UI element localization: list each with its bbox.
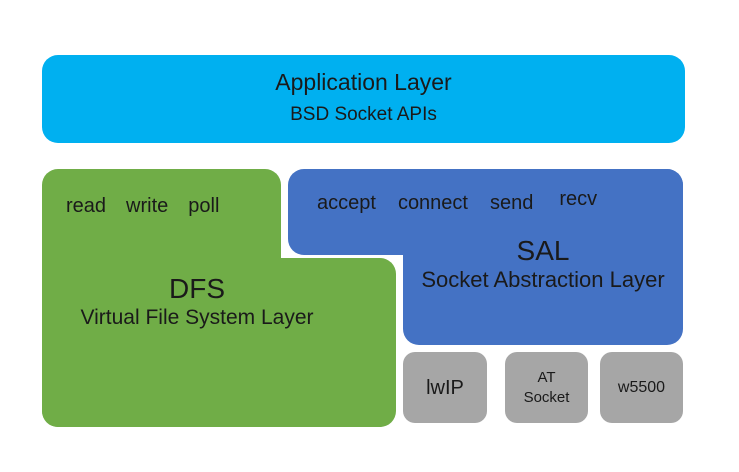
backend-box-w5500: w5500 [600, 352, 683, 423]
backend-label-at: AT [537, 368, 556, 386]
sal-layer-name: Socket Abstraction Layer [421, 267, 665, 292]
dfs-api-poll: poll [188, 195, 220, 217]
dfs-label-block: DFS Virtual File System Layer [42, 274, 352, 332]
sal-label-block: SAL Socket Abstraction Layer [403, 236, 683, 293]
sal-layer-shape-lower [403, 169, 683, 345]
bsd-socket-apis-subtitle: BSD Socket APIs [290, 104, 437, 125]
dfs-api-write: write [126, 195, 169, 217]
dfs-api-row: read write poll [66, 194, 219, 218]
backend-label-socket: Socket [523, 388, 570, 406]
sal-acronym: SAL [516, 235, 570, 266]
sal-api-row: accept connect send recv [317, 188, 597, 215]
sal-api-recv: recv [559, 188, 598, 210]
dfs-acronym: DFS [169, 273, 225, 304]
application-layer-title: Application Layer [275, 69, 452, 95]
backend-label-lwip: lwIP [426, 376, 464, 399]
sal-api-connect: connect [397, 192, 468, 214]
dfs-api-read: read [66, 195, 107, 217]
application-layer-box: Application Layer BSD Socket APIs [42, 55, 685, 143]
backend-box-at-socket: AT Socket [505, 352, 588, 423]
backend-label-w5500: w5500 [617, 378, 666, 396]
sal-api-send: send [490, 192, 534, 214]
backend-box-lwip: lwIP [403, 352, 487, 423]
dfs-layer-shape-lower [42, 258, 396, 427]
dfs-layer-name: Virtual File System Layer [80, 306, 314, 329]
sal-api-accept: accept [317, 192, 376, 214]
